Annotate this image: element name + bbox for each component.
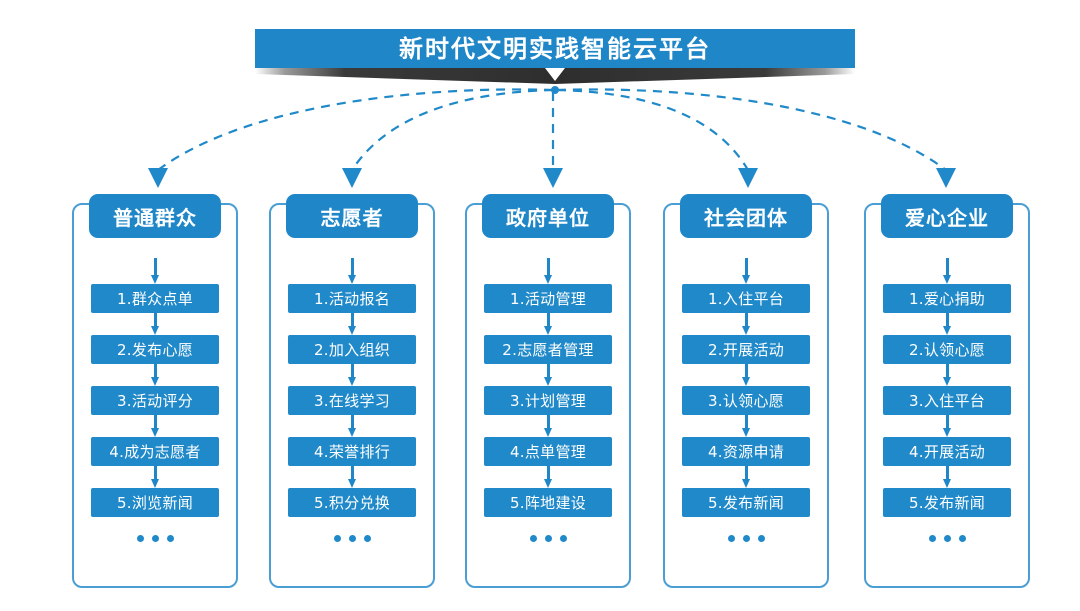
list-item[interactable]: 4.资源申请 — [682, 437, 810, 466]
list-item[interactable]: 4.点单管理 — [484, 437, 612, 466]
role-column-4-title[interactable]: 社会团体 — [680, 194, 812, 238]
flow-arrow-icon — [150, 364, 160, 386]
flow-arrow-icon — [543, 313, 553, 335]
connector-to-column-5 — [556, 88, 947, 171]
flow-arrow-icon — [150, 415, 160, 437]
list-item[interactable]: 3.计划管理 — [484, 386, 612, 415]
list-item[interactable]: 1.活动管理 — [484, 284, 612, 313]
banner-ribbon-fold — [255, 68, 855, 84]
list-item[interactable]: 3.活动评分 — [91, 386, 219, 415]
list-item[interactable]: 2.开展活动 — [682, 335, 810, 364]
list-item[interactable]: 1.爱心捐助 — [883, 284, 1011, 313]
flow-arrow-icon — [942, 258, 952, 284]
more-items-ellipsis — [727, 535, 765, 542]
role-column-1-title[interactable]: 普通群众 — [89, 194, 221, 238]
flow-arrow-icon — [150, 466, 160, 488]
more-items-ellipsis — [136, 535, 174, 542]
list-item[interactable]: 3.在线学习 — [288, 386, 416, 415]
dot-icon — [333, 535, 341, 542]
role-column-1[interactable]: 普通群众 1.群众点单 2.发布心愿 3.活动评分 4.成为志愿者 5.浏览新闻 — [72, 194, 238, 588]
dot-icon — [958, 535, 966, 542]
arrowhead-column-3 — [543, 168, 563, 188]
role-column-3-title[interactable]: 政府单位 — [482, 194, 614, 238]
list-item[interactable]: 5.浏览新闻 — [91, 488, 219, 517]
flow-arrow-icon — [150, 313, 160, 335]
role-column-3-body: 1.活动管理 2.志愿者管理 3.计划管理 4.点单管理 5.阵地建设 — [467, 258, 629, 542]
list-item[interactable]: 3.入住平台 — [883, 386, 1011, 415]
flow-arrow-icon — [347, 313, 357, 335]
list-item[interactable]: 4.成为志愿者 — [91, 437, 219, 466]
flow-arrow-icon — [942, 364, 952, 386]
role-column-2-body: 1.活动报名 2.加入组织 3.在线学习 4.荣誉排行 5.积分兑换 — [271, 258, 433, 542]
dot-icon — [529, 535, 537, 542]
connector-to-column-1 — [157, 88, 554, 171]
more-items-ellipsis — [333, 535, 371, 542]
page-title: 新时代文明实践智能云平台 — [399, 35, 711, 63]
list-item[interactable]: 2.加入组织 — [288, 335, 416, 364]
dot-icon — [742, 535, 750, 542]
role-column-3[interactable]: 政府单位 1.活动管理 2.志愿者管理 3.计划管理 4.点单管理 5.阵地建设 — [465, 194, 631, 588]
list-item[interactable]: 3.认领心愿 — [682, 386, 810, 415]
dot-icon — [348, 535, 356, 542]
flow-arrow-icon — [942, 415, 952, 437]
list-item[interactable]: 2.志愿者管理 — [484, 335, 612, 364]
chevron-down-icon — [545, 68, 565, 81]
list-item[interactable]: 4.荣誉排行 — [288, 437, 416, 466]
connector-to-column-2 — [351, 88, 554, 171]
arrowhead-column-2 — [342, 168, 362, 188]
dot-icon — [136, 535, 144, 542]
list-item[interactable]: 1.活动报名 — [288, 284, 416, 313]
flow-arrow-icon — [347, 258, 357, 284]
more-items-ellipsis — [529, 535, 567, 542]
flow-arrow-icon — [543, 466, 553, 488]
banner-bar: 新时代文明实践智能云平台 — [255, 29, 855, 69]
role-column-2-title[interactable]: 志愿者 — [286, 194, 418, 238]
connector-to-column-4 — [556, 88, 749, 171]
flow-arrow-icon — [543, 415, 553, 437]
flow-arrow-icon — [347, 466, 357, 488]
flow-arrow-icon — [347, 415, 357, 437]
role-column-1-body: 1.群众点单 2.发布心愿 3.活动评分 4.成为志愿者 5.浏览新闻 — [74, 258, 236, 542]
dot-icon — [151, 535, 159, 542]
more-items-ellipsis — [928, 535, 966, 542]
list-item[interactable]: 1.入住平台 — [682, 284, 810, 313]
dot-icon — [928, 535, 936, 542]
flow-arrow-icon — [543, 258, 553, 284]
role-column-4-body: 1.入住平台 2.开展活动 3.认领心愿 4.资源申请 5.发布新闻 — [665, 258, 827, 542]
list-item[interactable]: 5.积分兑换 — [288, 488, 416, 517]
flow-arrow-icon — [741, 364, 751, 386]
flow-arrow-icon — [347, 364, 357, 386]
dot-icon — [166, 535, 174, 542]
flow-arrow-icon — [942, 466, 952, 488]
list-item[interactable]: 1.群众点单 — [91, 284, 219, 313]
dot-icon — [943, 535, 951, 542]
flow-arrow-icon — [741, 258, 751, 284]
dot-icon — [757, 535, 765, 542]
role-column-5-body: 1.爱心捐助 2.认领心愿 3.入住平台 4.开展活动 5.发布新闻 — [866, 258, 1028, 542]
list-item[interactable]: 4.开展活动 — [883, 437, 1011, 466]
role-column-2[interactable]: 志愿者 1.活动报名 2.加入组织 3.在线学习 4.荣誉排行 5.积分兑换 — [269, 194, 435, 588]
flow-arrow-icon — [741, 313, 751, 335]
list-item[interactable]: 5.发布新闻 — [682, 488, 810, 517]
flow-arrow-icon — [741, 415, 751, 437]
arrowhead-column-5 — [936, 168, 956, 188]
flow-arrow-icon — [543, 364, 553, 386]
flow-arrow-icon — [741, 466, 751, 488]
list-item[interactable]: 2.认领心愿 — [883, 335, 1011, 364]
role-column-4[interactable]: 社会团体 1.入住平台 2.开展活动 3.认领心愿 4.资源申请 5.发布新闻 — [663, 194, 829, 588]
arrowhead-column-4 — [738, 168, 758, 188]
flow-arrow-icon — [150, 258, 160, 284]
dot-icon — [363, 535, 371, 542]
flow-arrow-icon — [942, 313, 952, 335]
arrowhead-column-1 — [148, 168, 168, 188]
dot-icon — [559, 535, 567, 542]
role-column-5-title[interactable]: 爱心企业 — [881, 194, 1013, 238]
list-item[interactable]: 2.发布心愿 — [91, 335, 219, 364]
role-column-5[interactable]: 爱心企业 1.爱心捐助 2.认领心愿 3.入住平台 4.开展活动 5.发布新闻 — [864, 194, 1030, 588]
platform-title-banner: 新时代文明实践智能云平台 — [255, 29, 855, 69]
list-item[interactable]: 5.发布新闻 — [883, 488, 1011, 517]
list-item[interactable]: 5.阵地建设 — [484, 488, 612, 517]
dot-icon — [544, 535, 552, 542]
dot-icon — [727, 535, 735, 542]
